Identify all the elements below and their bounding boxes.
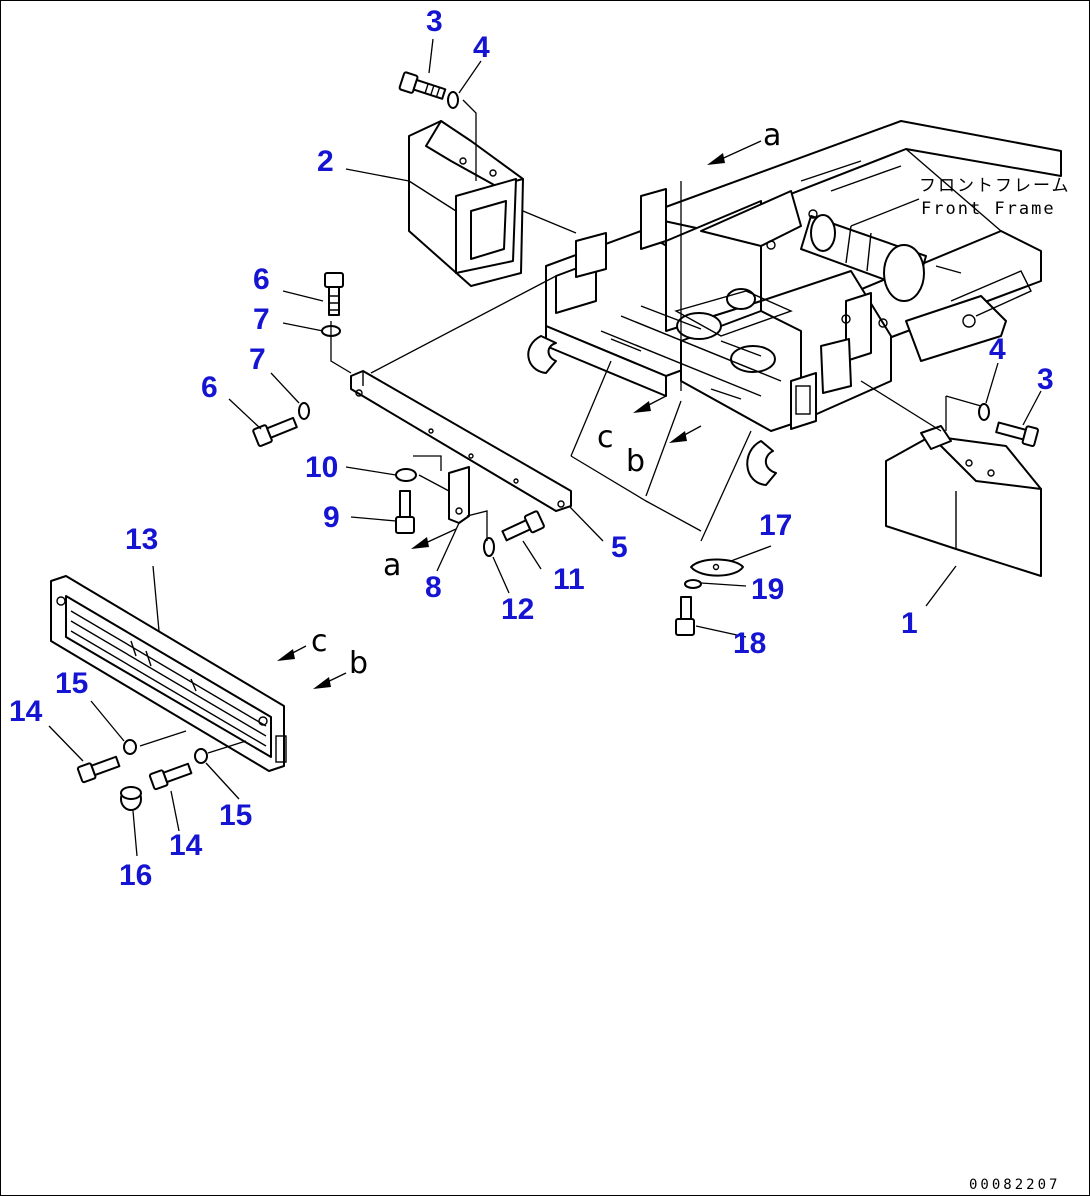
- part-9-bolt: [395, 490, 415, 534]
- callout-14-right: 14: [169, 829, 203, 862]
- part-18-bolt: [675, 596, 695, 636]
- callout-2: 2: [317, 145, 334, 178]
- ref-a-frame: a: [763, 118, 781, 153]
- frame-cylinder: [800, 214, 962, 302]
- callout-16: 16: [119, 859, 152, 892]
- callout-1: 1: [901, 607, 918, 640]
- ref-b-grille: b: [349, 646, 368, 681]
- reference-arrows: [277, 140, 762, 689]
- part-2-left-cover: [408, 120, 524, 287]
- part-17-plate: [690, 558, 744, 577]
- callout-13: 13: [125, 523, 158, 556]
- part-11-bolt: [501, 510, 545, 542]
- callout-19: 19: [751, 573, 784, 606]
- callout-8: 8: [425, 571, 442, 604]
- part-16-cap: [120, 786, 142, 811]
- part-4-washer-right: [978, 403, 990, 421]
- callout-numbers: 3 4 2 6 7 7 6 10 9 8 12 11 5 13 15 14 15…: [9, 5, 1054, 892]
- callout-4-top: 4: [473, 31, 490, 64]
- part-3-bolt-right: [995, 421, 1039, 447]
- callout-5: 5: [611, 531, 628, 564]
- ref-b-frame: b: [626, 444, 645, 479]
- callout-3-right: 3: [1037, 363, 1054, 396]
- callout-15-left: 15: [55, 667, 88, 700]
- callout-7-upper: 7: [253, 303, 270, 336]
- front-frame-caption: フロントフレーム Front Frame: [850, 176, 1071, 227]
- reference-letters: a a c b c b: [311, 118, 781, 681]
- part-14-bolt-right: [148, 762, 193, 791]
- callout-15-right: 15: [219, 799, 252, 832]
- part-4-washer-top: [447, 91, 459, 109]
- part-3-bolt-top: [398, 71, 447, 100]
- part-12-washer: [483, 537, 495, 557]
- front-frame: [527, 120, 1062, 486]
- part-15-washer-right: [194, 748, 208, 764]
- callout-9: 9: [323, 501, 340, 534]
- part-6-bolt-vertical: [324, 272, 344, 316]
- callout-6-upper: 6: [253, 263, 270, 296]
- part-13-grille: [50, 575, 287, 772]
- part-15-washer-left: [123, 739, 137, 755]
- callout-10: 10: [305, 451, 338, 484]
- part-14-bolt-left: [76, 755, 121, 784]
- part-7-washer-lower: [298, 402, 310, 420]
- callout-18: 18: [733, 627, 766, 660]
- part-5-bar: [350, 370, 572, 512]
- callout-12: 12: [501, 593, 534, 626]
- callout-6-lower: 6: [201, 371, 218, 404]
- ref-c-frame: c: [597, 420, 614, 455]
- ref-c-grille: c: [311, 624, 328, 659]
- assembly-lines: [139, 99, 982, 754]
- part-8-bracket: [448, 466, 470, 524]
- front-frame-label-en: Front Frame: [921, 199, 1056, 219]
- callout-14-left: 14: [9, 695, 43, 728]
- callout-7-lower: 7: [249, 343, 266, 376]
- part-6-bolt-horizontal: [252, 416, 298, 447]
- front-frame-label-jp: フロントフレーム: [919, 176, 1071, 196]
- callout-4-right: 4: [989, 333, 1006, 366]
- ref-a-bracket: a: [383, 548, 401, 583]
- callout-11: 11: [553, 563, 585, 596]
- part-19-washer: [684, 579, 702, 589]
- callout-3-top: 3: [426, 5, 443, 38]
- drawing-id: 00082207: [969, 1177, 1060, 1193]
- callout-leaders: [48, 38, 1042, 857]
- part-1-right-cover: [885, 425, 1042, 577]
- part-10-washer: [395, 468, 417, 482]
- callout-17: 17: [759, 509, 792, 542]
